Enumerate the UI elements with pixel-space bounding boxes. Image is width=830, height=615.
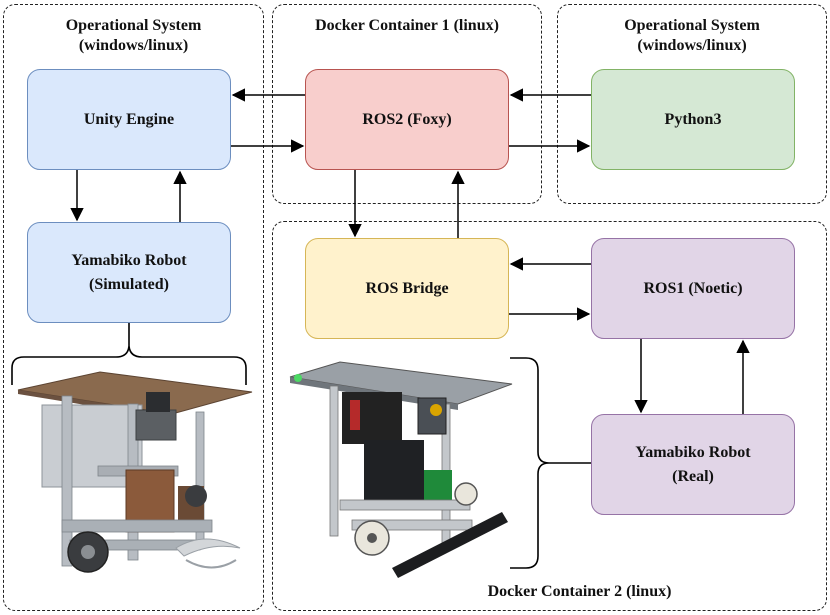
group-os-left: Operational System (windows/linux) [3, 4, 264, 611]
group-os-left-title-line2: (windows/linux) [78, 37, 189, 54]
group-os-right: Operational System (windows/linux) [557, 4, 827, 204]
group-os-left-title: Operational System (windows/linux) [4, 16, 263, 56]
group-docker-container-2: Docker Container 2 (linux) [272, 221, 827, 611]
group-docker-container-1-title: Docker Container 1 (linux) [315, 17, 499, 34]
simulated-robot-render-icon [17, 371, 253, 573]
node-ros2-foxy: ROS2 (Foxy) [305, 69, 509, 170]
node-yamabiko-robot-real: Yamabiko Robot (Real) [591, 414, 795, 515]
group-os-left-title-line1: Operational System [65, 17, 202, 34]
node-yamabiko-sim-label-line2: (Simulated) [88, 275, 169, 293]
node-ros1-label: ROS1 (Noetic) [643, 279, 743, 297]
group-os-right-title-line2: (windows/linux) [637, 37, 747, 54]
group-os-right-title: Operational System (windows/linux) [558, 16, 826, 56]
group-docker-container-2-title: Docker Container 2 (linux) [487, 583, 672, 600]
node-yamabiko-real-label-line1: Yamabiko Robot [635, 443, 751, 461]
real-robot-photo-icon [289, 361, 513, 578]
node-yamabiko-sim-label-line1: Yamabiko Robot [71, 251, 187, 269]
node-yamabiko-robot-simulated: Yamabiko Robot (Simulated) [27, 222, 231, 323]
brace-real-robot [510, 357, 591, 569]
group-docker-container-1: Docker Container 1 (linux) [272, 4, 542, 204]
node-unity-engine: Unity Engine [27, 69, 231, 170]
node-ros2-label: ROS2 (Foxy) [362, 110, 452, 128]
node-unity-engine-label: Unity Engine [83, 110, 175, 128]
group-os-right-title-line1: Operational System [624, 17, 760, 34]
brace-simulated-robot [11, 323, 247, 385]
node-ros1-noetic: ROS1 (Noetic) [591, 238, 795, 339]
node-python3: Python3 [591, 69, 795, 170]
node-yamabiko-real-label-line2: (Real) [672, 467, 714, 485]
node-ros-bridge: ROS Bridge [305, 238, 509, 339]
node-ros-bridge-label: ROS Bridge [365, 279, 449, 297]
node-python3-label: Python3 [664, 110, 722, 128]
